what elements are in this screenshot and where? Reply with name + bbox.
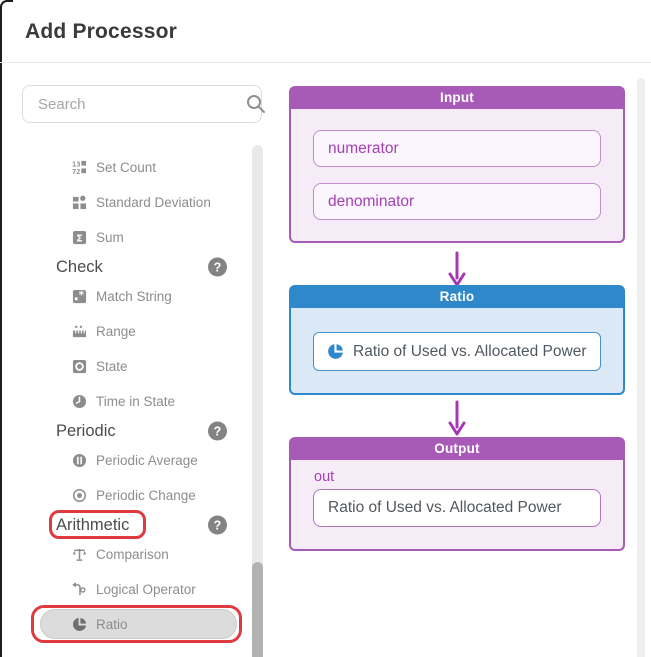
periodic-change-icon — [72, 488, 87, 503]
list-item-label: Periodic Change — [96, 488, 196, 503]
set-count-icon: 13 72 — [72, 160, 87, 175]
list-item-ratio[interactable]: Ratio — [22, 605, 252, 643]
category-header-periodic: Periodic ? — [22, 419, 252, 443]
main-scrollbar-track[interactable] — [637, 78, 645, 657]
category-label: Check — [56, 257, 103, 276]
standard-deviation-icon — [72, 195, 87, 210]
range-icon — [72, 325, 87, 338]
svg-text:Σ: Σ — [76, 233, 82, 244]
time-in-state-icon — [72, 394, 87, 409]
category-header-arithmetic: Arithmetic ? — [22, 510, 252, 539]
list-item-state[interactable]: State — [22, 349, 252, 384]
flow-input-header: Input — [289, 86, 625, 109]
list-item-label: Set Count — [96, 160, 157, 175]
search-icon[interactable] — [245, 93, 267, 115]
page-title: Add Processor — [25, 20, 177, 43]
list-item-set-count[interactable]: 13 72 Set Count — [22, 150, 252, 185]
svg-text:72: 72 — [72, 167, 80, 175]
output-port-label: out — [314, 469, 335, 485]
input-port-denominator[interactable]: denominator — [313, 183, 601, 220]
window-border-corner — [0, 0, 13, 13]
flow-output-box: Output out Ratio of Used vs. Allocated P… — [289, 437, 625, 551]
list-item-label: Comparison — [96, 547, 169, 562]
state-icon — [72, 359, 87, 374]
list-item-label: Match String — [96, 289, 172, 304]
list-item-time-in-state[interactable]: Time in State — [22, 384, 252, 419]
flow-arrow-down-icon — [448, 251, 466, 287]
list-item-comparison[interactable]: Comparison — [22, 537, 252, 572]
list-item-periodic-average[interactable]: Periodic Average — [22, 443, 252, 478]
flow-processor-box: Ratio Ratio of Used vs. Allocated Power — [289, 285, 625, 395]
list-item-label: Range — [96, 324, 136, 339]
logical-operator-icon — [72, 582, 86, 596]
help-icon[interactable]: ? — [208, 421, 227, 441]
list-item-range[interactable]: Range — [22, 314, 252, 349]
list-item-label: State — [96, 359, 128, 374]
svg-text:*: * — [79, 289, 85, 301]
list-item-label: Time in State — [96, 394, 176, 409]
sum-icon: Σ — [72, 230, 87, 244]
list-item-label: Standard Deviation — [96, 195, 211, 210]
ratio-pie-icon — [328, 344, 343, 359]
flow-output-header: Output — [289, 437, 625, 460]
window-border — [0, 6, 2, 657]
list-item-logical-operator[interactable]: Logical Operator — [22, 572, 252, 607]
search-input[interactable] — [23, 95, 245, 113]
flow-arrow-down-icon — [448, 400, 466, 436]
list-item-label: Logical Operator — [96, 582, 196, 597]
search-box — [22, 85, 265, 123]
input-port-numerator[interactable]: numerator — [313, 130, 601, 167]
flow-processor-header: Ratio — [289, 285, 625, 308]
help-icon[interactable]: ? — [208, 257, 227, 277]
title-divider — [0, 62, 651, 63]
category-label: Periodic — [56, 421, 116, 440]
processor-list: 13 72 Set Count Standard Deviation Σ Sum… — [22, 150, 252, 657]
list-item-match-string[interactable]: * Match String — [22, 279, 252, 314]
sidebar-scrollbar-thumb[interactable] — [252, 562, 263, 657]
svg-text:13: 13 — [72, 160, 80, 169]
flow-input-body: numerator denominator — [289, 109, 625, 243]
list-item-label: Ratio — [96, 617, 128, 632]
category-label: Arithmetic — [56, 515, 130, 534]
flow-processor-body: Ratio of Used vs. Allocated Power — [289, 308, 625, 395]
output-port-value[interactable]: Ratio of Used vs. Allocated Power — [313, 489, 601, 527]
processor-instance[interactable]: Ratio of Used vs. Allocated Power — [313, 332, 601, 371]
selected-highlight — [40, 609, 237, 639]
comparison-icon — [72, 548, 87, 561]
periodic-average-icon — [72, 453, 87, 468]
match-string-icon: * — [72, 289, 87, 304]
list-item-label: Sum — [96, 230, 124, 245]
list-item-label: Periodic Average — [96, 453, 198, 468]
list-item-sum[interactable]: Σ Sum — [22, 220, 252, 255]
category-header-check: Check ? — [22, 255, 252, 279]
list-item-standard-deviation[interactable]: Standard Deviation — [22, 185, 252, 220]
list-item-periodic-change[interactable]: Periodic Change — [22, 478, 252, 513]
help-icon[interactable]: ? — [208, 515, 227, 535]
ratio-icon — [73, 617, 87, 631]
processor-instance-label: Ratio of Used vs. Allocated Power — [353, 342, 587, 360]
flow-output-body: out Ratio of Used vs. Allocated Power — [289, 460, 625, 551]
flow-input-box: Input numerator denominator — [289, 86, 625, 243]
sidebar-scrollbar-track[interactable] — [252, 145, 263, 657]
